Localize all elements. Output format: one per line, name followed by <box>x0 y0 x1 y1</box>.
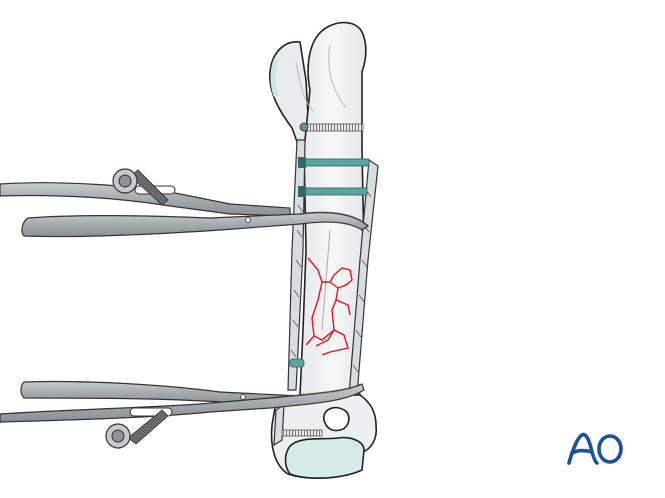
ao-logo: AO <box>566 432 624 466</box>
ao-logo-mark <box>567 432 623 465</box>
screws <box>281 122 370 437</box>
lower-reduction-clamp <box>0 380 365 449</box>
fracture-lines <box>305 257 353 356</box>
femur-bone <box>269 21 378 479</box>
upper-reduction-clamp <box>0 168 369 238</box>
